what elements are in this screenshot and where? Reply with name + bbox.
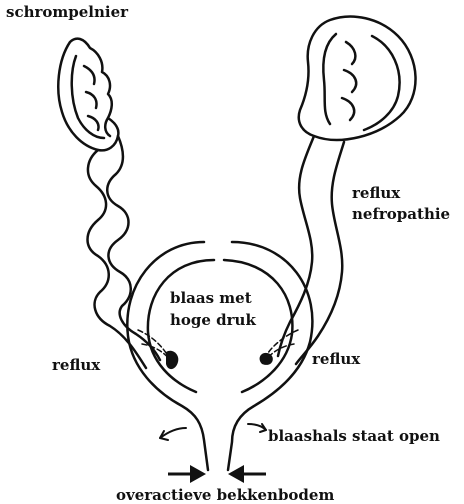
left-kidney-shrunken — [58, 39, 118, 151]
ureteric-orifice-left — [166, 351, 178, 369]
label-reflux-nephropathy-line1: reflux — [352, 184, 401, 202]
label-reflux-left: reflux — [52, 356, 101, 374]
label-reflux-right: reflux — [312, 350, 361, 368]
pelvic-floor-arrow-left — [168, 465, 206, 483]
pelvic-floor-arrow-right — [228, 465, 266, 483]
label-bladder-neck-open: blaashals staat open — [268, 427, 440, 445]
right-kidney — [299, 17, 416, 140]
label-reflux-nephropathy-line2: nefropathie — [352, 205, 450, 223]
label-overactive-pelvic-floor: overactieve bekkenbodem — [116, 486, 334, 504]
label-bladder-high-pressure-line2: hoge druk — [170, 311, 256, 329]
bladder-neck-arrow-left — [160, 428, 186, 440]
label-shrunken-kidney: schrompelnier — [6, 3, 129, 21]
ureteric-orifice-right — [260, 353, 273, 365]
bladder-neck-arrow-right — [248, 424, 266, 432]
label-bladder-high-pressure-line1: blaas met — [170, 289, 252, 307]
